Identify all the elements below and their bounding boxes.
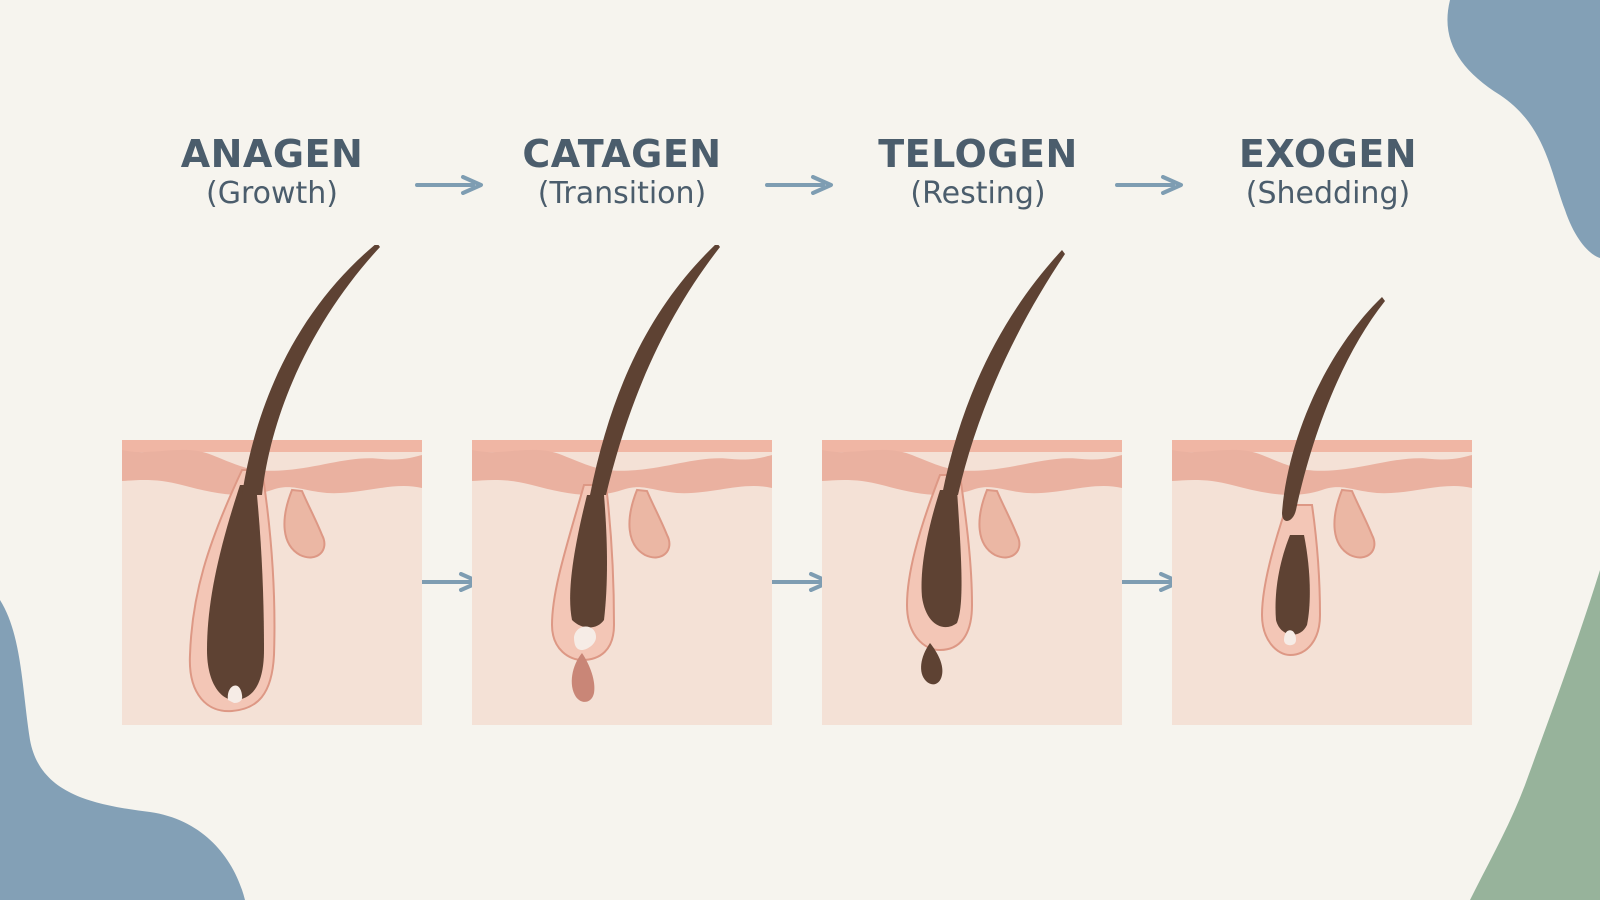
stage-title-catagen: CATAGEN xyxy=(522,132,722,176)
right-arrow-icon xyxy=(1115,175,1183,195)
top-right-blob xyxy=(1447,0,1600,258)
stage-title-exogen: EXOGEN xyxy=(1238,132,1418,176)
right-arrow-icon xyxy=(765,175,833,195)
catagen-follicle-illustration xyxy=(472,245,772,725)
bottom-right-blob xyxy=(1470,570,1600,900)
stage-subtitle-telogen: (Resting) xyxy=(910,176,1046,211)
telogen-follicle-illustration xyxy=(822,250,1122,725)
stage-title-telogen: TELOGEN xyxy=(878,132,1078,176)
stage-subtitle-anagen: (Growth) xyxy=(206,176,338,211)
anagen-follicle-illustration xyxy=(122,245,422,725)
stage-title-anagen: ANAGEN xyxy=(180,132,364,176)
stage-subtitle-exogen: (Shedding) xyxy=(1245,176,1411,211)
exogen-follicle-illustration xyxy=(1172,297,1472,725)
bottom-left-blob xyxy=(0,600,245,900)
stage-subtitle-catagen: (Transition) xyxy=(537,176,707,211)
right-arrow-icon xyxy=(415,175,483,195)
